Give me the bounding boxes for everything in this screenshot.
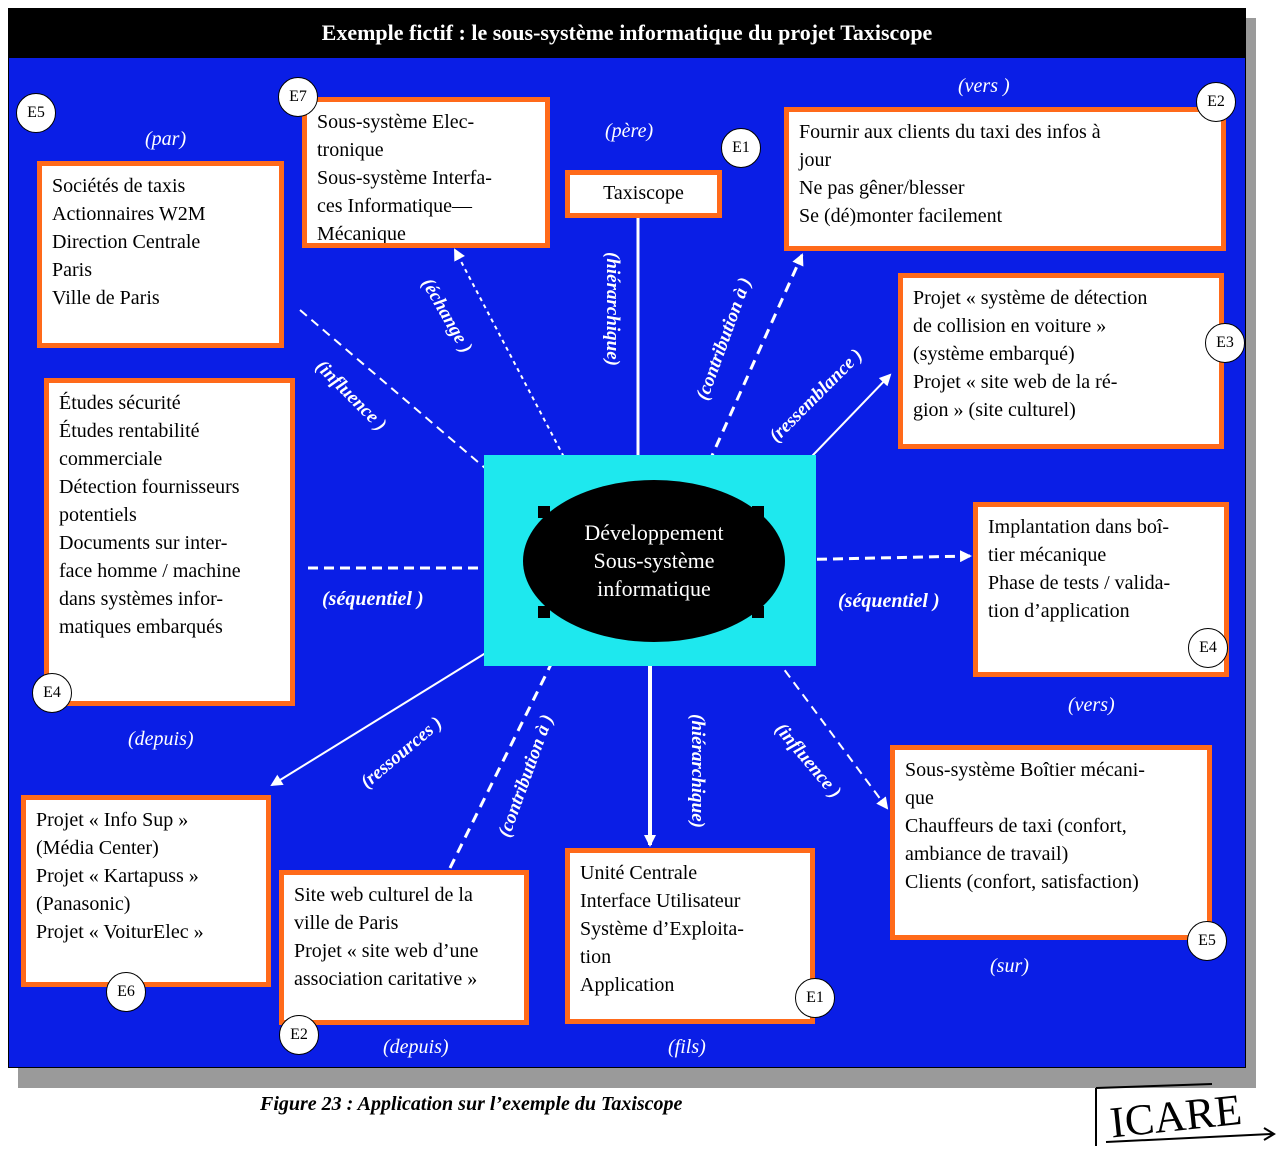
box-line: tion — [580, 946, 612, 968]
box-line: Projet « système de détection — [913, 287, 1148, 309]
relation-fils: (fils) — [668, 1036, 706, 1058]
icare-logo: ICARE — [1095, 1083, 1276, 1148]
box-line: Implantation dans boî- — [988, 516, 1170, 538]
box-taxiscope: Taxiscope — [565, 170, 722, 218]
box-line: Se (dé)monter facilement — [799, 205, 1003, 227]
badge-e7: E7 — [278, 77, 318, 117]
box-line: jour — [799, 149, 832, 171]
center-line: Développement — [584, 520, 724, 545]
resize-handle — [538, 606, 550, 618]
relation-par: (par) — [145, 128, 187, 150]
arrow-echange — [454, 248, 576, 479]
box-line: Sociétés de taxis — [52, 175, 186, 197]
arrow-influence-out — [739, 609, 889, 810]
relation-vers: (vers) — [1068, 694, 1115, 716]
figure-caption: Figure 23 : Application sur l’exemple du… — [260, 1093, 683, 1115]
box-line: Application — [580, 974, 675, 996]
box-projet-detection: Projet « système de détection de collisi… — [898, 273, 1224, 449]
box-line: de collision en voiture » — [913, 315, 1107, 337]
box-info-sup: Projet « Info Sup » (Média Center) Proje… — [21, 795, 271, 987]
box-line: Unité Centrale — [580, 862, 698, 884]
box-line: (Panasonic) — [36, 893, 131, 915]
badge-e1: E1 — [721, 128, 761, 168]
box-line: Études rentabilité — [59, 420, 200, 442]
center-node: Développement Sous-système informatique — [523, 480, 785, 642]
box-societes: Sociétés de taxis Actionnaires W2M Direc… — [37, 161, 284, 348]
box-line: Études sécurité — [59, 392, 181, 414]
relation-vers: (vers ) — [958, 75, 1010, 97]
box-line: ces Informatique— — [317, 195, 472, 217]
badge-e3: E3 — [1205, 323, 1245, 363]
box-line: tier mécanique — [988, 544, 1107, 566]
box-line: Ne pas gêner/blesser — [799, 177, 965, 199]
box-line: Mécanique — [317, 223, 406, 245]
badge-e4: E4 — [32, 673, 72, 713]
badge-e5: E5 — [16, 93, 56, 133]
box-line: Interface Utilisateur — [580, 890, 741, 912]
arrow-contribution-down — [448, 616, 576, 869]
relation-hierarchique: (hiérarchique) — [687, 714, 708, 828]
box-line: Sous-système Interfa- — [317, 167, 492, 189]
box-line: Paris — [52, 259, 92, 281]
box-line: gion » (site culturel) — [913, 399, 1076, 421]
box-line: Projet « VoiturElec » — [36, 921, 204, 943]
box-line: commerciale — [59, 448, 163, 470]
box-etudes: Études sécurité Études rentabilité comme… — [44, 378, 295, 706]
box-line: Phase de tests / valida- — [988, 572, 1171, 594]
box-line: Système d’Exploita- — [580, 918, 744, 940]
box-line: Sous-système Boîtier mécani- — [905, 759, 1145, 781]
box-line: Sous-système Elec- — [317, 111, 475, 133]
arrow-contribution-up — [700, 253, 804, 479]
relation-sequentiel: (séquentiel ) — [322, 588, 424, 610]
logo-text: ICARE — [1108, 1085, 1244, 1148]
relation-pere: (père) — [605, 120, 654, 142]
box-boitier: Sous-système Boîtier mécani- que Chauffe… — [890, 745, 1212, 940]
box-line: association caritative » — [294, 968, 478, 990]
box-line: Taxiscope — [603, 182, 684, 204]
relation-depuis: (depuis) — [128, 728, 194, 750]
box-line: tronique — [317, 139, 384, 161]
box-line: (système embarqué) — [913, 343, 1075, 365]
box-line: matiques embarqués — [59, 616, 223, 638]
badge-e4: E4 — [1188, 628, 1228, 668]
box-line: ambiance de travail) — [905, 843, 1069, 865]
box-line: Direction Centrale — [52, 231, 201, 253]
box-line: Actionnaires W2M — [52, 203, 206, 225]
box-line: potentiels — [59, 504, 137, 526]
box-line: Projet « Info Sup » — [36, 809, 189, 831]
box-fournir: Fournir aux clients du taxi des infos à … — [784, 107, 1226, 251]
box-line: que — [905, 787, 934, 809]
box-line: Documents sur inter- — [59, 532, 228, 554]
box-site-web: Site web culturel de la ville de Paris P… — [279, 870, 529, 1025]
badge-e1: E1 — [795, 978, 835, 1018]
badge-e5: E5 — [1187, 921, 1227, 961]
box-line: Clients (confort, satisfaction) — [905, 871, 1139, 893]
diagram-title: Exemple fictif : le sous-système informa… — [8, 8, 1246, 58]
box-line: Détection fournisseurs — [59, 476, 240, 498]
box-implantation: Implantation dans boî- tier mécanique Ph… — [973, 502, 1229, 677]
relation-sequentiel: (séquentiel ) — [838, 590, 940, 612]
relation-sur: (sur) — [990, 955, 1029, 977]
box-line: face homme / machine — [59, 560, 241, 582]
box-line: (Média Center) — [36, 837, 159, 859]
center-line: Sous-système — [593, 548, 715, 573]
box-line: dans systèmes infor- — [59, 588, 224, 610]
relation-depuis: (depuis) — [383, 1036, 449, 1058]
relation-hierarchique: (hiérarchique) — [602, 252, 623, 366]
badge-e2: E2 — [279, 1015, 319, 1055]
box-unite-centrale: Unité Centrale Interface Utilisateur Sys… — [565, 848, 815, 1024]
box-line: Ville de Paris — [52, 287, 160, 309]
center-line: informatique — [597, 576, 711, 601]
box-line: Projet « Kartapuss » — [36, 865, 199, 887]
box-line: Projet « site web de la ré- — [913, 371, 1118, 393]
badge-e6: E6 — [106, 972, 146, 1012]
badge-e2: E2 — [1196, 82, 1236, 122]
box-line: tion d’application — [988, 600, 1130, 622]
box-line: Projet « site web d’une — [294, 940, 479, 962]
box-line: Fournir aux clients du taxi des infos à — [799, 121, 1101, 143]
box-line: Site web culturel de la — [294, 884, 473, 906]
box-electronique: Sous-système Elec- tronique Sous-système… — [302, 97, 550, 248]
box-line: Chauffeurs de taxi (confort, — [905, 815, 1127, 837]
box-line: ville de Paris — [294, 912, 399, 934]
